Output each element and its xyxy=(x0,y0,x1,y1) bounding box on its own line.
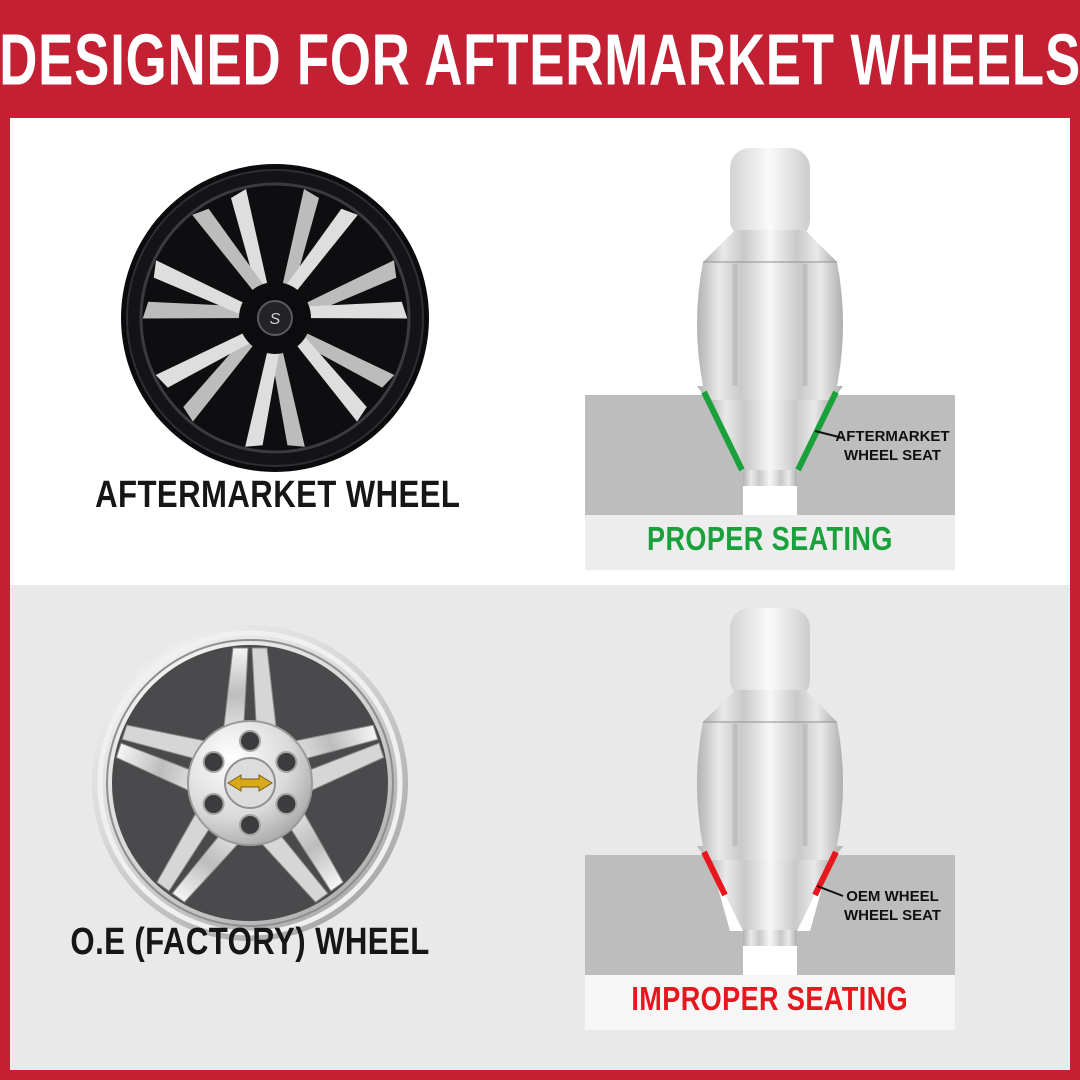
note-leader-line xyxy=(816,885,844,897)
wheel-spokes xyxy=(115,647,385,903)
proper-seating-svg xyxy=(585,148,955,570)
improper-seating-svg xyxy=(585,608,955,1030)
row-aftermarket: S AFTERMARKET WHEEL xyxy=(10,118,1070,585)
oem-seat-note: OEM WHEEL WHEEL SEAT xyxy=(844,888,941,924)
seat-block-left xyxy=(585,855,743,975)
banner-title: DESIGNED FOR AFTERMARKET WHEELS xyxy=(0,18,1080,100)
oem-wheel-label: O.E (FACTORY) WHEEL xyxy=(70,921,430,963)
improper-seating-label: IMPROPER SEATING xyxy=(631,980,909,1017)
contact-line-right xyxy=(812,850,839,897)
seat-block-right xyxy=(797,395,955,515)
caption-band xyxy=(585,515,955,570)
proper-seating-diagram: AFTERMARKET WHEEL SEAT PROPER SEATING xyxy=(585,140,955,570)
wheel-spokes xyxy=(142,189,408,447)
banner: DESIGNED FOR AFTERMARKET WHEELS xyxy=(0,0,1080,118)
seat-block-right xyxy=(797,855,955,975)
contact-line-left xyxy=(701,390,745,472)
aftermarket-wheel-label: AFTERMARKET WHEEL xyxy=(95,474,461,516)
wheel-hub: S xyxy=(239,282,311,354)
center-cap-logo: S xyxy=(270,311,281,328)
wheel-hub xyxy=(187,720,313,846)
improper-seating-diagram: OEM WHEEL WHEEL SEAT IMPROPER SEATING xyxy=(585,600,955,1030)
row-oem: O.E (FACTORY) WHEEL xyxy=(10,585,1070,1070)
aftermarket-wheel-image: S xyxy=(121,164,429,472)
seat-block-left xyxy=(585,395,743,515)
chevrolet-bowtie-emblem xyxy=(227,774,273,792)
contact-line-left xyxy=(701,850,728,897)
proper-seating-label: PROPER SEATING xyxy=(647,520,893,557)
caption-band xyxy=(585,975,955,1030)
aftermarket-seat-note: AFTERMARKET WHEEL SEAT xyxy=(835,428,950,464)
lug-nut xyxy=(697,148,843,486)
oem-wheel-image xyxy=(92,625,408,941)
lug-nut xyxy=(697,608,843,946)
note-leader-line xyxy=(814,430,844,439)
